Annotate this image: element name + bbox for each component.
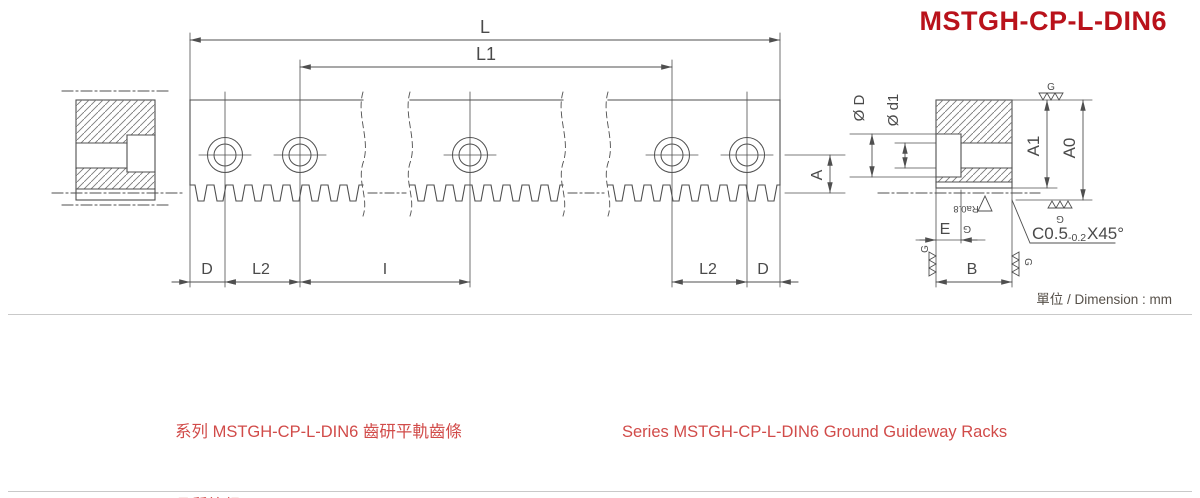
dim-label-dia-d1: Ø d1 xyxy=(885,94,902,127)
break-lines xyxy=(360,91,611,217)
unit-note: 單位 / Dimension : mm xyxy=(1036,292,1172,307)
specs-zh: 系列 MSTGH-CP-L-DIN6 齒研平軌齒條 品質等級 DIN 6 材料 … xyxy=(175,322,462,498)
dim-label-A1: A1 xyxy=(1024,136,1043,157)
chamfer-callout: C0.5 -0.2 X45° xyxy=(1011,199,1124,244)
dim-label-A0: A0 xyxy=(1060,138,1079,159)
ra-label: Ra0.8 xyxy=(953,203,978,214)
grind-symbol-B-right: G xyxy=(1011,251,1033,277)
grind-letter: G xyxy=(1047,82,1055,93)
dim-L1: L1 xyxy=(299,44,673,70)
dim-bores: Ø D Ø d1 xyxy=(849,94,937,178)
grind-symbol-bottom: G xyxy=(1047,200,1073,224)
dim-label-L2-left: L2 xyxy=(252,261,270,278)
quality-grade-en: Quality Grade DIN 6 xyxy=(622,494,1007,498)
dim-label-B: B xyxy=(967,261,978,278)
grind-letter: G xyxy=(963,223,971,235)
specs-en: Series MSTGH-CP-L-DIN6 Ground Guideway R… xyxy=(622,322,1007,498)
rack-body xyxy=(189,91,781,217)
quality-grade-zh: 品質等級 DIN 6 xyxy=(175,494,462,498)
surface-finish-mark: Ra0.8 G xyxy=(953,194,993,235)
series-title-en: Series MSTGH-CP-L-DIN6 Ground Guideway R… xyxy=(622,423,1008,441)
pinion-section xyxy=(51,90,183,206)
technical-drawing: L L1 D L2 I L2 D A xyxy=(51,17,1124,288)
grind-letter: G xyxy=(1022,258,1033,266)
dim-A: A xyxy=(784,154,846,194)
dim-label-L2-right: L2 xyxy=(699,261,717,278)
dim-label-dia-D: Ø D xyxy=(851,95,868,122)
dim-L: L xyxy=(189,17,781,43)
page-title: MSTGH-CP-L-DIN6 xyxy=(919,6,1167,36)
grind-letter: G xyxy=(920,245,931,253)
extension-lines xyxy=(189,32,781,288)
dim-label-E: E xyxy=(940,221,951,238)
rack-teeth xyxy=(189,184,781,202)
divider-top xyxy=(8,314,1192,315)
series-title-zh: 系列 MSTGH-CP-L-DIN6 齒研平軌齒條 xyxy=(175,423,462,441)
dim-A1-A0: A1 A0 xyxy=(1011,99,1093,201)
dim-bottom-row: D L2 I L2 D xyxy=(171,261,799,285)
pinion-centerlines xyxy=(51,90,183,206)
chamfer-label: C0.5 xyxy=(1032,224,1068,243)
mounting-holes xyxy=(198,137,774,173)
dim-label-I: I xyxy=(383,261,387,278)
dim-label-A: A xyxy=(809,169,826,180)
grind-symbol-top: G xyxy=(1038,82,1064,101)
grind-symbol-B-left: G xyxy=(920,245,937,277)
chamfer-tolerance: -0.2 xyxy=(1068,232,1086,244)
dim-label-D-right: D xyxy=(757,261,769,278)
rack-end-section xyxy=(877,99,1041,194)
dim-label-D-left: D xyxy=(201,261,213,278)
grind-letter: G xyxy=(1056,213,1064,224)
dim-label-L1: L1 xyxy=(476,44,496,64)
dim-label-L: L xyxy=(480,17,490,37)
divider-bottom xyxy=(8,491,1192,492)
dim-E-B: E B xyxy=(915,187,1013,288)
chamfer-angle: X45° xyxy=(1087,224,1124,243)
